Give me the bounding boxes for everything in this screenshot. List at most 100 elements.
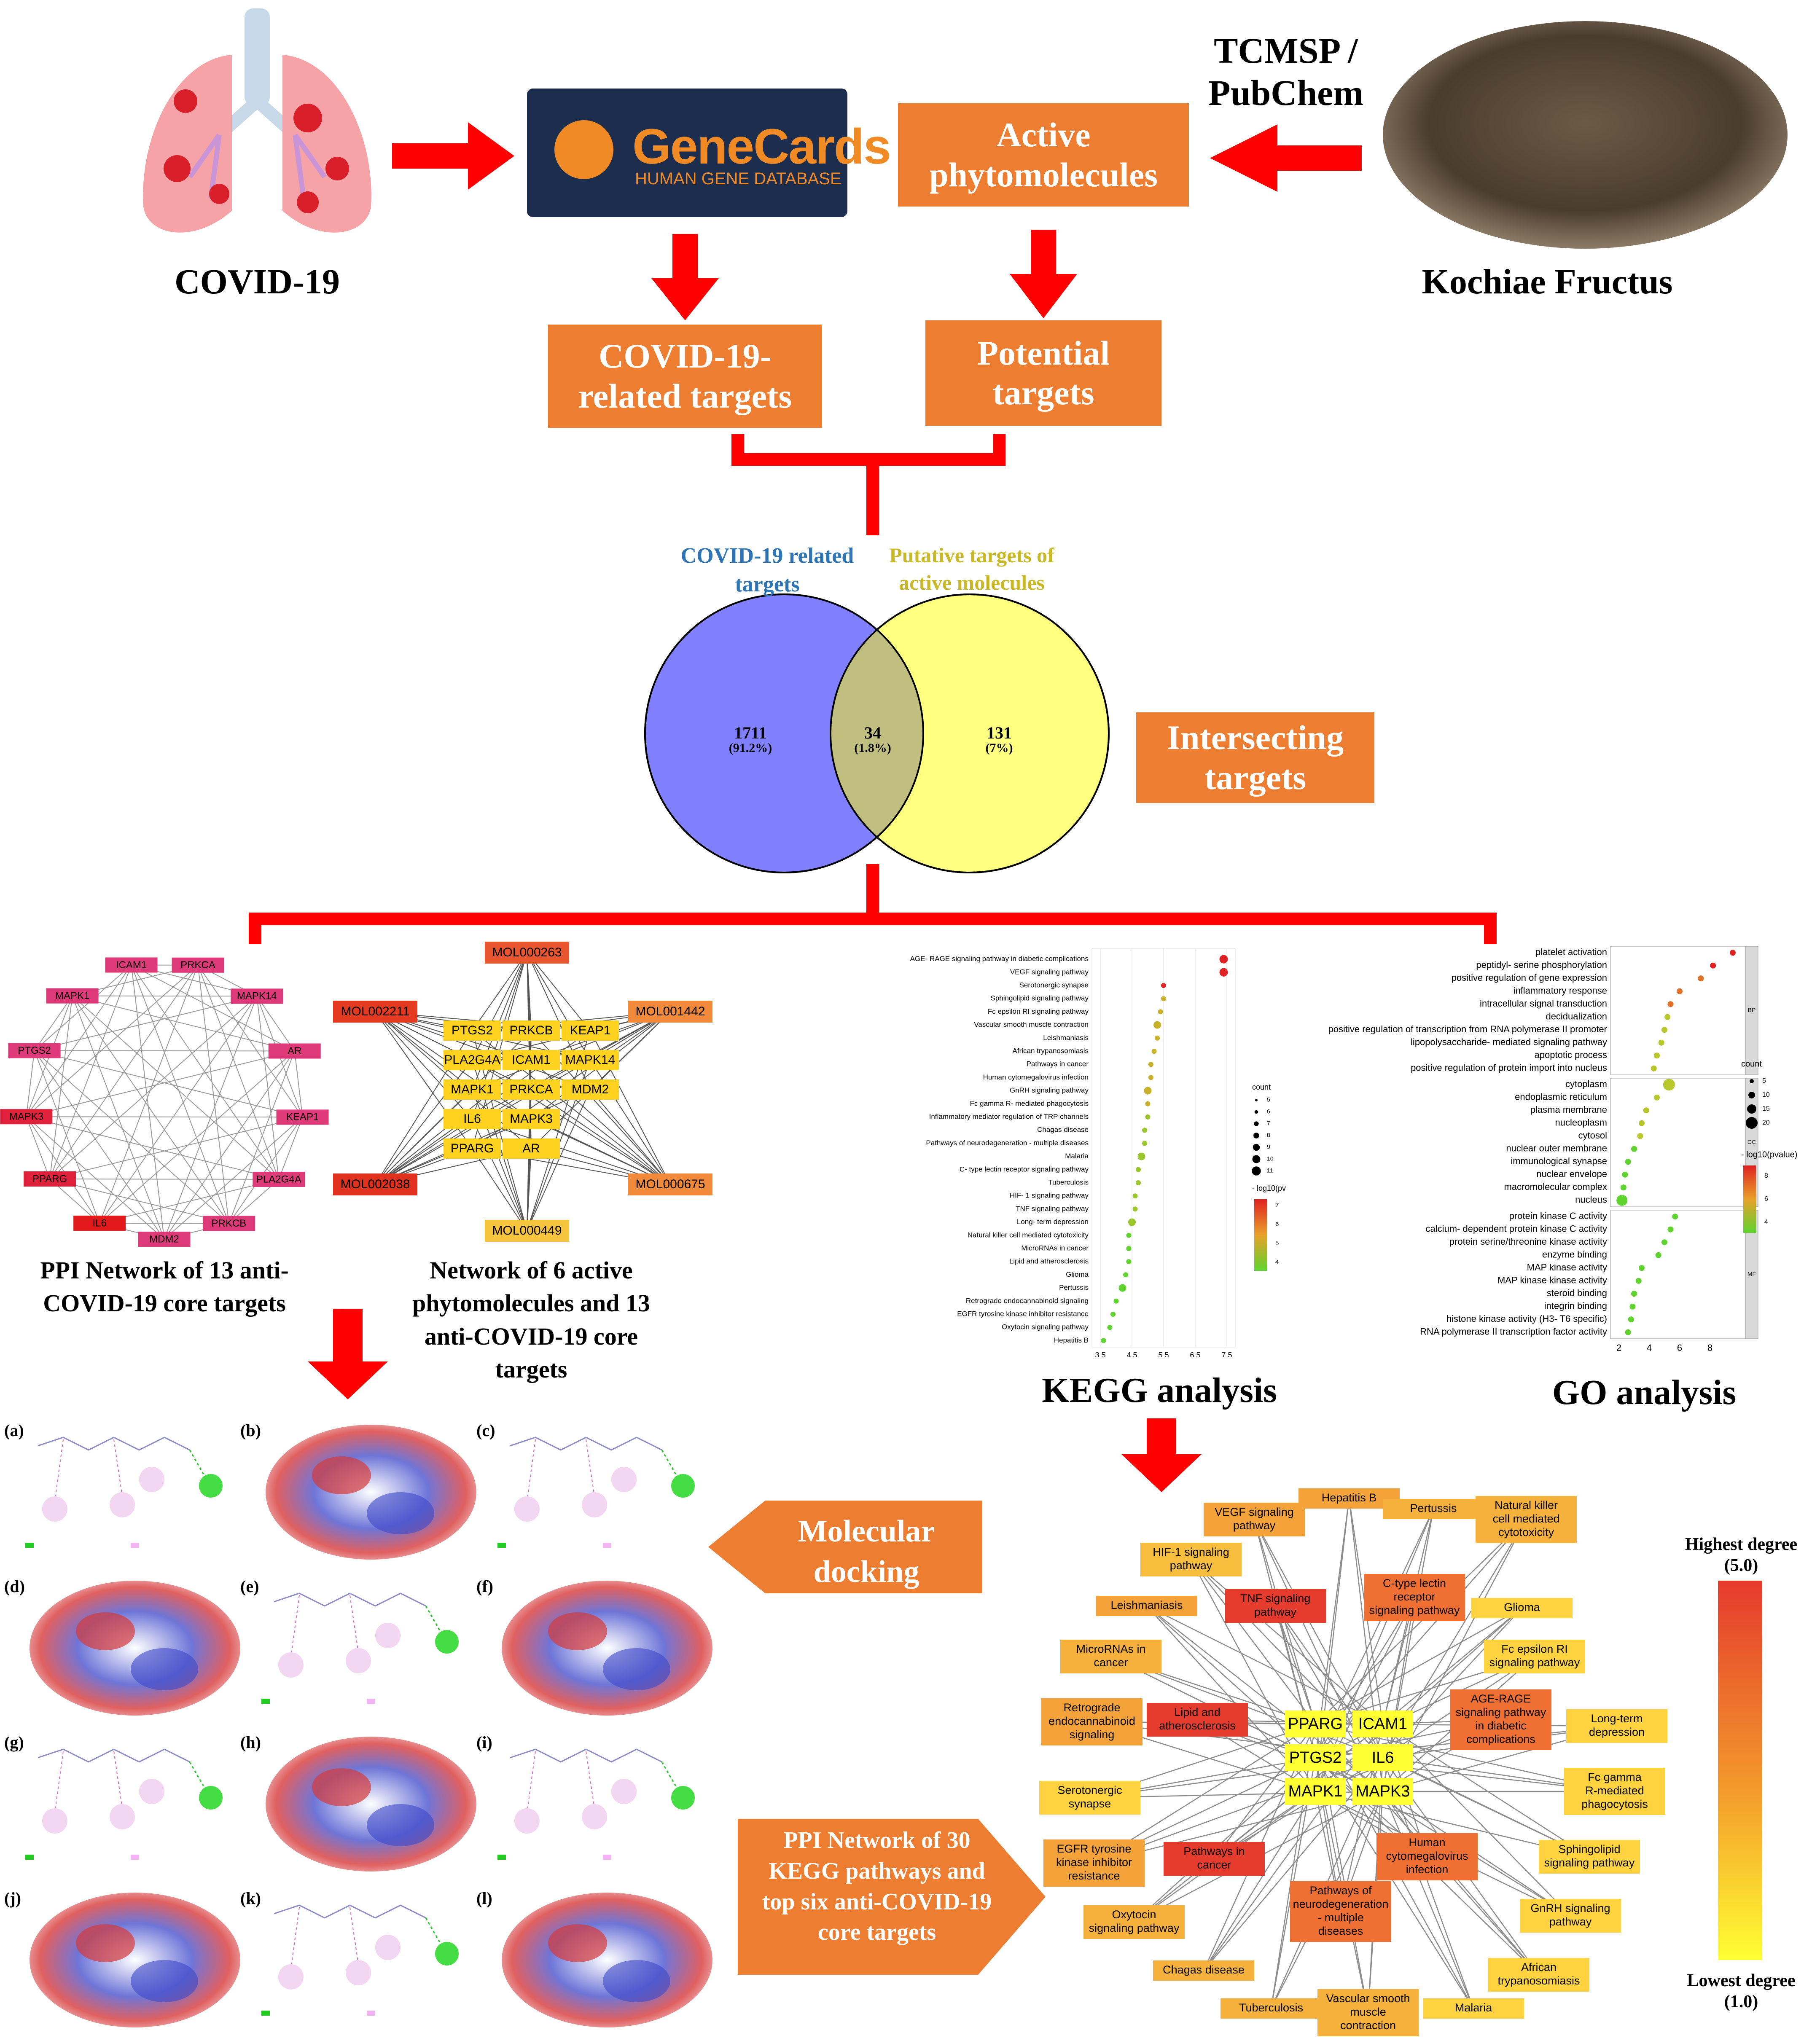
docking-panel-label: (j)	[4, 1889, 21, 1908]
flow-arrows	[249, 122, 1497, 944]
go-dot	[1654, 1094, 1660, 1101]
ppi13-edge	[131, 965, 165, 1240]
ppi13-edge	[49, 965, 132, 1179]
ppi13-edge	[164, 996, 258, 1240]
ppi13-edge	[49, 996, 257, 1179]
docking-panel-label: (e)	[240, 1577, 259, 1596]
go-dot	[1651, 1065, 1657, 1071]
kegg-pathway-label: Long- term depression	[1017, 1218, 1089, 1226]
kegg30-pathway-node	[1484, 1640, 1585, 1673]
kegg-legend-count-val: 9	[1267, 1144, 1270, 1150]
docking-panel-label: (g)	[4, 1733, 24, 1752]
kegg-dot	[1126, 1246, 1132, 1251]
kegg-ppi-arrow-shape	[738, 1819, 1046, 1975]
ppi13-edge	[26, 964, 132, 1117]
kegg-pathway-label: Chagas disease	[1037, 1126, 1089, 1134]
kegg-pathway-label: Fc epsilon RI signaling pathway	[988, 1007, 1089, 1015]
ppi13-caption: PPI Network of 13 anti-COVID-19 core tar…	[40, 1257, 289, 1317]
tcmsp-label: TCMSP / PubChem	[1208, 30, 1363, 113]
net6-mol-node	[485, 942, 569, 964]
go-term-label: histone kinase activity (H3- T6 specific…	[1446, 1313, 1607, 1324]
docking-panel	[485, 1884, 712, 2032]
net6-edge	[531, 1089, 671, 1185]
interaction-diagram	[25, 1437, 223, 1548]
interaction-diagram	[497, 1748, 695, 1860]
kegg30-pathway-label: Sphingolipid	[1558, 1843, 1620, 1855]
ppi13-edge	[72, 996, 229, 1224]
venn-diagram	[644, 593, 1110, 873]
kegg30-edge	[1382, 1608, 1522, 1724]
kegg-dot	[1158, 1009, 1163, 1015]
net6-target-label: PPARG	[451, 1141, 494, 1155]
ppi13-node	[73, 1215, 126, 1231]
kegg-pathway-label: African trypanosomiasis	[1013, 1047, 1089, 1055]
net6-edge	[375, 1089, 591, 1185]
go-term-label: protein kinase C activity	[1509, 1211, 1607, 1221]
kegg30-pathway-label: cell mediated	[1492, 1512, 1559, 1525]
kegg-x-tick: 3.5	[1095, 1351, 1105, 1357]
go-term-label: decidualization	[1546, 1011, 1607, 1022]
go-dot	[1667, 1001, 1674, 1007]
net6-target-node	[503, 1050, 560, 1070]
kegg30-pathway-node	[1383, 1499, 1484, 1519]
go-term-label: positive regulation of transcription fro…	[1328, 1024, 1607, 1034]
degree-low-value: (1.0)	[1724, 1992, 1758, 2011]
kegg-dot	[1153, 1021, 1161, 1029]
kegg30-pathway-node	[1060, 1640, 1161, 1673]
kegg-x-tick: 5.5	[1158, 1351, 1169, 1357]
go-dot	[1658, 1039, 1664, 1046]
go-dot	[1654, 1053, 1660, 1059]
ppi13-node	[138, 1231, 191, 1247]
ppi13-node-label: PTGS2	[18, 1045, 51, 1056]
kegg30-core-node	[1285, 1744, 1346, 1771]
kegg30-pathway-node	[1140, 1543, 1242, 1576]
intersecting-targets-box: Intersecting targets	[1136, 712, 1374, 803]
kegg30-core-label: IL6	[1372, 1749, 1394, 1767]
go-dot	[1637, 1133, 1643, 1139]
kegg-color-bar	[1254, 1199, 1267, 1271]
net6-target-node	[444, 1079, 501, 1100]
ppi13-edge	[34, 1050, 303, 1118]
docking-panel	[13, 1728, 240, 1876]
kegg-dot	[1142, 1128, 1147, 1133]
go-term-label: MAP kinase kinase activity	[1497, 1275, 1607, 1286]
kegg30-edge	[1382, 1791, 1539, 1975]
ppi13-edge	[197, 965, 303, 1117]
ppi13-edge	[49, 965, 199, 1179]
kegg-legend-count-title: count	[1252, 1083, 1271, 1091]
genecards-box: GeneCards HUMAN GENE DATABASE	[527, 89, 891, 217]
go-legend-color-val: 4	[1764, 1219, 1768, 1226]
kegg30-pathway-label: Chagas disease	[1163, 1963, 1245, 1976]
go-x-tick: 4	[1647, 1343, 1652, 1353]
ppi13-edge	[34, 1050, 100, 1224]
kegg30-pathway-label: pathway	[1549, 1915, 1592, 1928]
kegg30-core-node	[1352, 1710, 1413, 1737]
go-dot	[1664, 1014, 1671, 1020]
kegg30-core-label: MAPK1	[1288, 1783, 1343, 1800]
kegg30-pathway-node	[1476, 1496, 1577, 1543]
kegg30-pathway-node	[1221, 1998, 1322, 2019]
kegg-caption: KEGG analysis	[1042, 1371, 1277, 1410]
go-dot	[1677, 988, 1683, 994]
venn-mid-count: 34	[864, 723, 881, 742]
docking-panel-label: (c)	[476, 1421, 495, 1440]
kegg-legend-color-title: - log10(pv	[1252, 1184, 1286, 1192]
ppi13-node-label: MAPK3	[9, 1111, 43, 1122]
net6-target-label: MAPK14	[565, 1053, 615, 1067]
protein-surface-image	[30, 1581, 240, 1716]
kegg30-pathway-label: Oxytocin	[1112, 1908, 1156, 1921]
kegg30-pathway-label: depression	[1589, 1726, 1645, 1738]
kegg30-pathway-label: signaling pathway	[1489, 1656, 1580, 1669]
go-term-label: apoptotic process	[1535, 1050, 1607, 1060]
go-dot	[1655, 1252, 1661, 1258]
kegg30-pathway-label: receptor	[1393, 1590, 1435, 1603]
go-term-label: calcium- dependent protein kinase C acti…	[1426, 1224, 1607, 1234]
kegg30-edge	[1274, 1606, 1316, 1724]
ppi13-node	[202, 1216, 255, 1231]
kegg-pathway-label: Vascular smooth muscle contraction	[974, 1020, 1089, 1028]
kegg30-pathway-label: cytotoxicity	[1498, 1526, 1554, 1539]
kegg-legend-dot	[1254, 1121, 1259, 1126]
go-x-tick: 2	[1616, 1343, 1621, 1353]
ppi13-node	[0, 1109, 53, 1125]
